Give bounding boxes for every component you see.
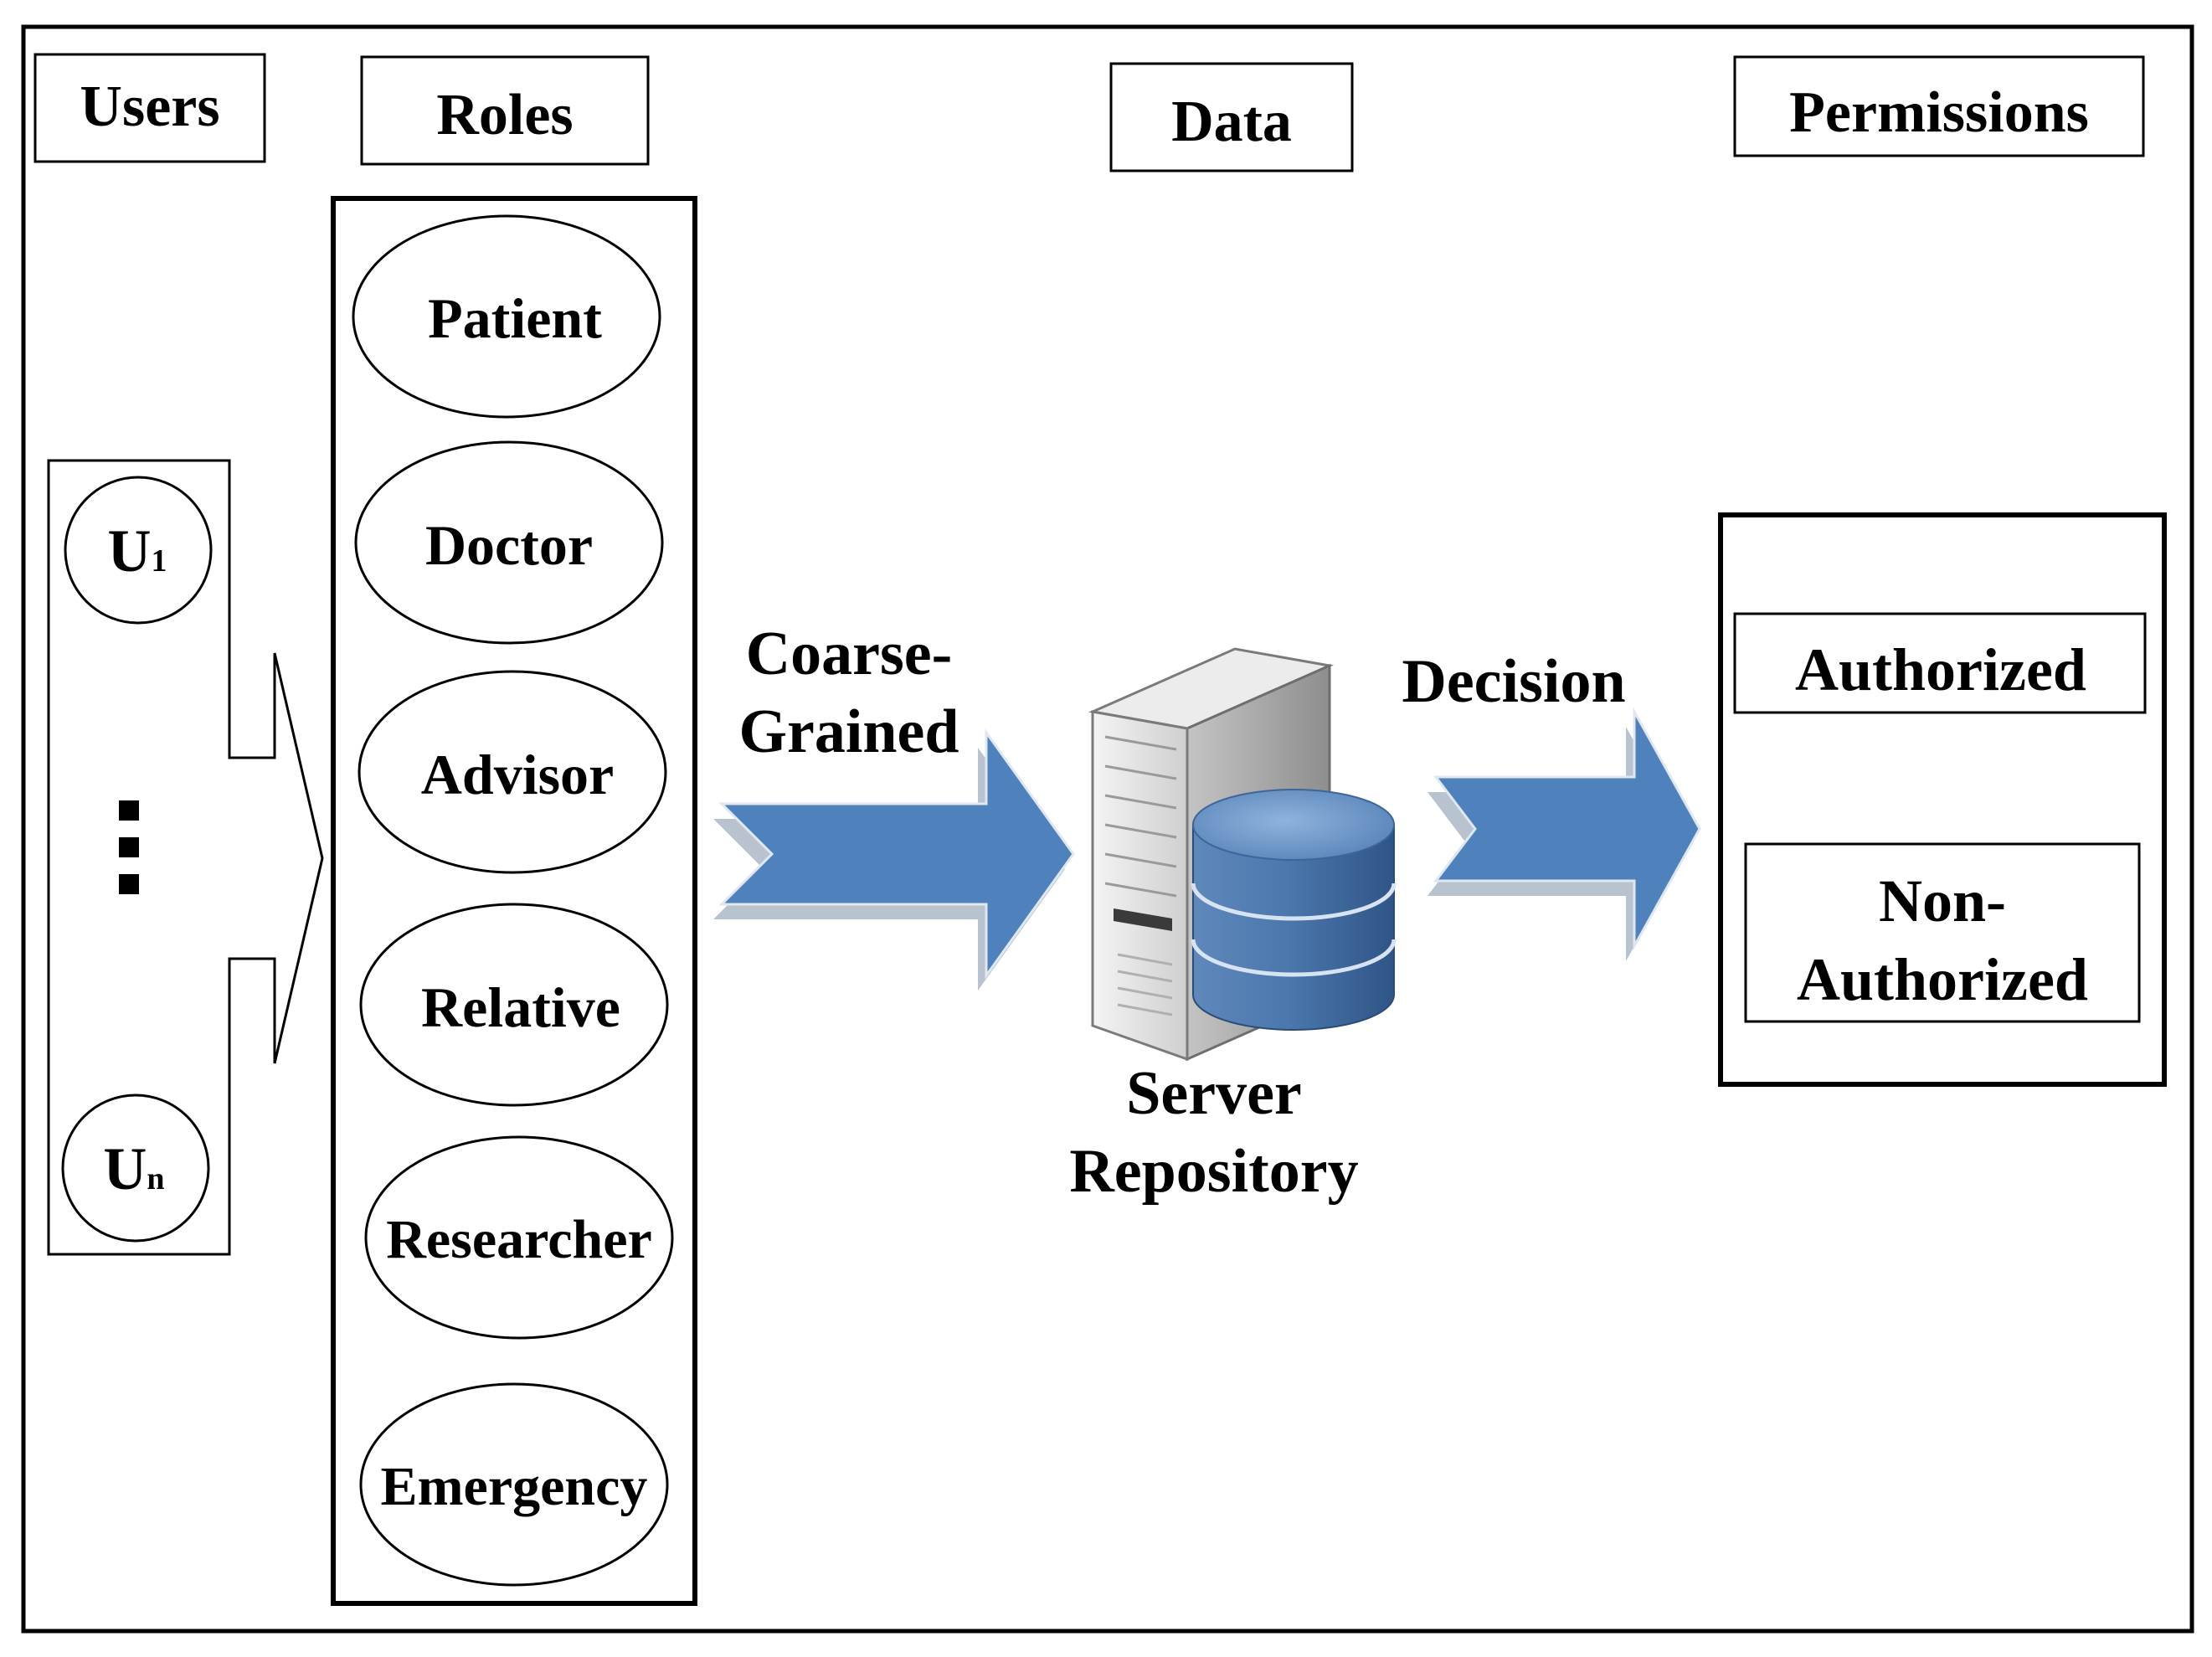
header-permissions: Permissions (1733, 55, 2145, 157)
user-un-node: Un (61, 1094, 210, 1243)
permission-authorized: Authorized (1733, 612, 2147, 714)
coarse-grained-label-line2: Grained (738, 697, 959, 766)
user-u1-node: U1 (64, 476, 213, 625)
role-researcher-label: Researcher (386, 1209, 652, 1270)
header-roles-label: Roles (436, 83, 573, 147)
role-researcher: Researcher (364, 1135, 674, 1340)
role-relative: Relative (359, 903, 669, 1107)
coarse-grained-arrow (713, 728, 1075, 991)
header-data: Data (1109, 62, 1354, 172)
users-ellipsis (119, 800, 139, 894)
header-permissions-label: Permissions (1789, 80, 2089, 145)
role-emergency: Emergency (359, 1382, 669, 1587)
permission-non-authorized-line1: Non- (1879, 867, 2006, 934)
role-relative-label: Relative (421, 975, 620, 1039)
server-label-line1: Server (1126, 1059, 1302, 1128)
user-u1-label: U1 (108, 517, 167, 584)
user-un-label: Un (103, 1135, 164, 1202)
decision-label: Decision (1402, 647, 1625, 716)
roles-container (331, 196, 697, 1606)
role-advisor: Advisor (358, 670, 667, 874)
role-emergency-label: Emergency (381, 1456, 648, 1517)
permission-non-authorized: Non- Authorized (1744, 842, 2141, 1023)
role-advisor-label: Advisor (421, 743, 614, 806)
role-doctor-label: Doctor (425, 513, 593, 577)
server-label-line2: Repository (1069, 1137, 1358, 1206)
role-patient-label: Patient (428, 286, 602, 350)
coarse-grained-label-line1: Coarse- (746, 620, 953, 688)
server-database-icon (1088, 647, 1397, 1062)
permission-non-authorized-line2: Authorized (1797, 946, 2088, 1013)
header-users: Users (33, 53, 266, 163)
header-roles: Roles (360, 55, 650, 166)
header-users-label: Users (80, 75, 219, 139)
users-callout-arrow (47, 459, 324, 1256)
header-data-label: Data (1171, 90, 1292, 154)
permission-authorized-label: Authorized (1795, 636, 2086, 703)
decision-arrow (1428, 707, 1701, 961)
role-patient: Patient (352, 214, 661, 419)
role-doctor: Doctor (354, 440, 664, 645)
